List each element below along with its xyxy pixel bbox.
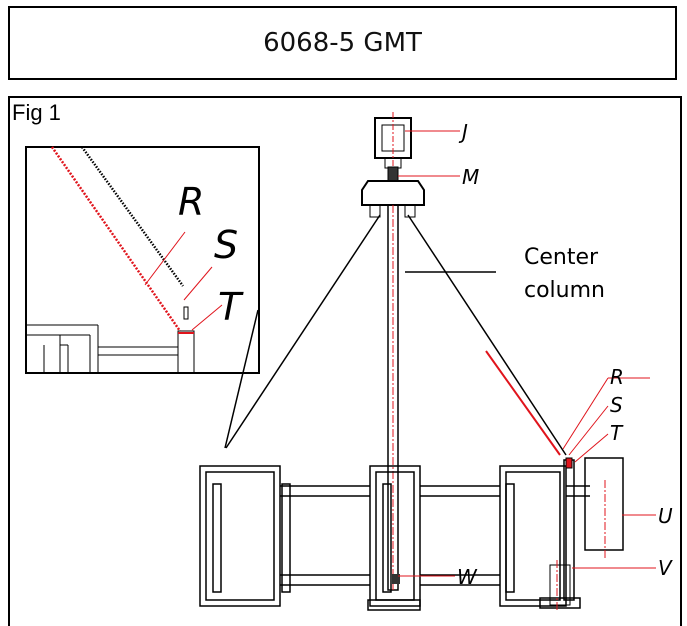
inset-detail xyxy=(25,146,260,374)
leader-t xyxy=(574,433,609,463)
page-title: 6068-5 GMT xyxy=(263,28,422,58)
bottom-nut xyxy=(392,574,400,584)
inset-callout-r: R xyxy=(178,180,204,224)
center-column-label-2: column xyxy=(524,278,605,303)
inset-callout-s: S xyxy=(214,223,238,267)
callout-t: T xyxy=(610,421,624,445)
callout-m: M xyxy=(462,165,479,189)
callout-u: U xyxy=(658,504,673,528)
callout-s: S xyxy=(610,393,623,417)
shoe xyxy=(549,564,571,606)
title-box: 6068-5 GMT xyxy=(8,6,677,80)
leader-r xyxy=(562,377,609,450)
device-box xyxy=(584,457,624,551)
callout-j: J xyxy=(458,120,468,144)
callout-r: R xyxy=(610,365,624,389)
sling-right xyxy=(407,214,567,456)
pad xyxy=(565,457,573,469)
top-hub xyxy=(361,166,460,218)
center-column-label-1: Center xyxy=(524,245,599,270)
center-column xyxy=(387,204,496,591)
sling-left xyxy=(225,214,381,449)
figure-label: Fig 1 xyxy=(12,100,61,125)
sling-red xyxy=(485,350,561,456)
callout-v: V xyxy=(658,556,673,580)
zoom-line xyxy=(224,309,259,449)
lifting-eye xyxy=(374,112,460,170)
base-frame xyxy=(199,465,590,611)
callout-w: W xyxy=(457,565,478,589)
leader-s xyxy=(568,405,609,456)
figure-frame xyxy=(8,96,682,626)
inset-callout-t: T xyxy=(218,285,244,329)
